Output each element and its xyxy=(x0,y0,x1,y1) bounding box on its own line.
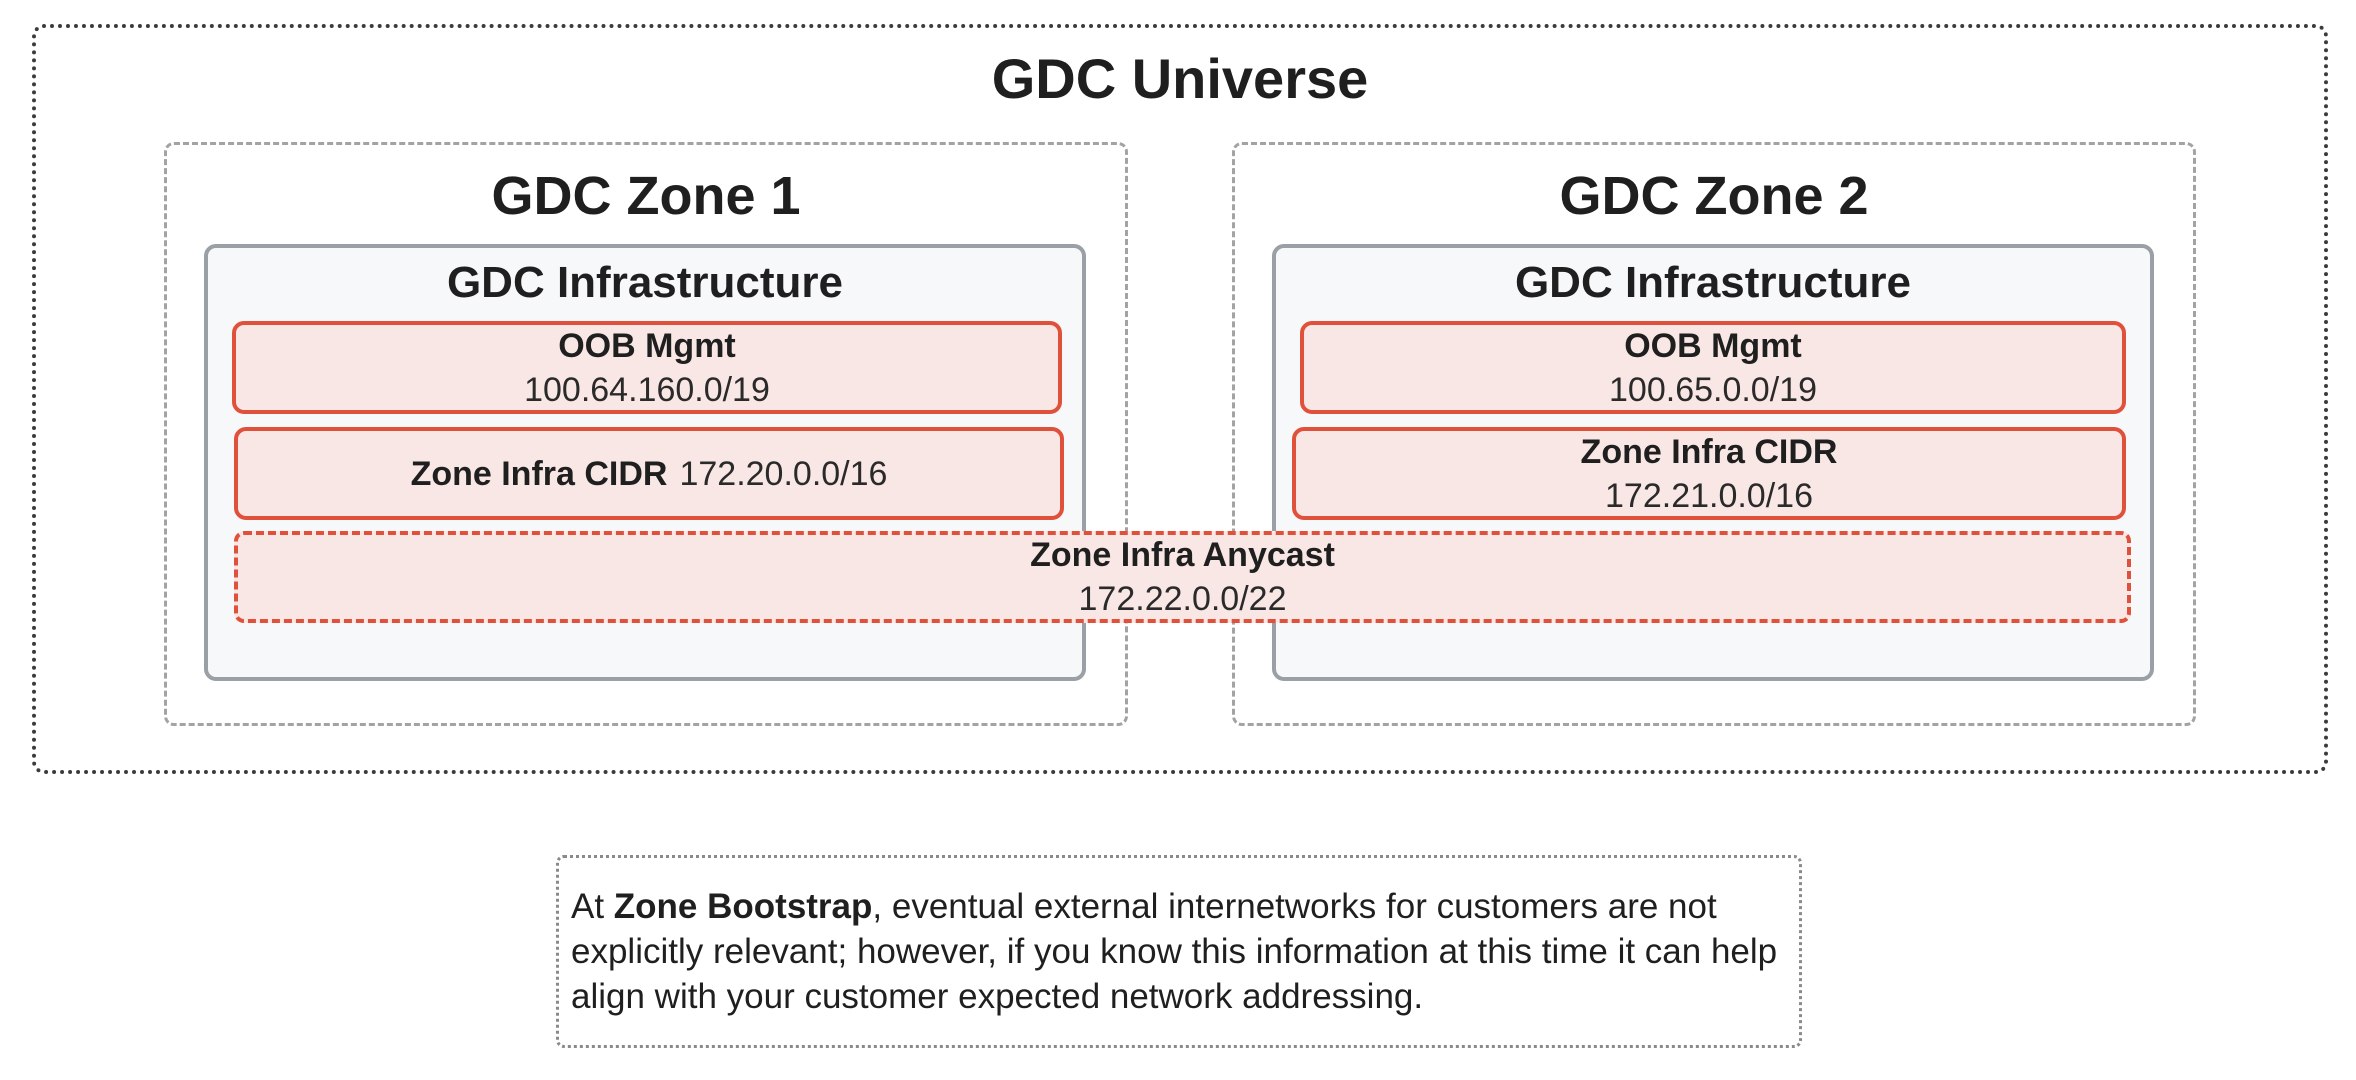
zone-2-container xyxy=(1232,142,2196,726)
zone-1-oob-cidr: 100.64.160.0/19 xyxy=(524,370,770,409)
zone-2-infra-cidr-value: 172.21.0.0/16 xyxy=(1605,476,1813,515)
zone-2-oob-cidr: 100.65.0.0/19 xyxy=(1609,370,1817,409)
zone-2-oob-label: OOB Mgmt xyxy=(1624,326,1802,365)
zone-1-infrastructure-title: GDC Infrastructure xyxy=(446,258,844,307)
note-bold-term: Zone Bootstrap xyxy=(613,887,873,926)
zone-2-infrastructure-title: GDC Infrastructure xyxy=(1514,258,1912,307)
note-prefix: At xyxy=(571,887,614,926)
zone-1-container xyxy=(164,142,1128,726)
universe-container xyxy=(32,24,2328,774)
zone-1-infra-cidr-label: Zone Infra CIDR xyxy=(410,454,668,493)
zone-2-title: GDC Zone 2 xyxy=(1559,166,1869,226)
anycast-cidr: 172.22.0.0/22 xyxy=(1078,580,1287,618)
anycast-label: Zone Infra Anycast xyxy=(1030,536,1335,574)
zone-2-infra-cidr-box: Zone Infra CIDR 172.21.0.0/16 xyxy=(1292,427,2126,520)
note-body: , eventual external internetworks for cu… xyxy=(571,887,1778,1016)
zone-infra-anycast-box: Zone Infra Anycast 172.22.0.0/22 xyxy=(234,531,2131,623)
zone-1-infra-cidr-box: Zone Infra CIDR 172.20.0.0/16 xyxy=(234,427,1064,520)
zone-1-infra-cidr-value: 172.20.0.0/16 xyxy=(679,454,888,493)
zone-1-oob-mgmt-box: OOB Mgmt 100.64.160.0/19 xyxy=(232,321,1062,414)
zone-2-oob-mgmt-box: OOB Mgmt 100.65.0.0/19 xyxy=(1300,321,2126,414)
bootstrap-note: At Zone Bootstrap, eventual external int… xyxy=(556,855,1802,1048)
zone-2-infra-cidr-label: Zone Infra CIDR xyxy=(1580,432,1838,471)
zone-1-oob-label: OOB Mgmt xyxy=(558,326,736,365)
zone-1-title: GDC Zone 1 xyxy=(491,166,801,226)
universe-title: GDC Universe xyxy=(991,47,1369,110)
